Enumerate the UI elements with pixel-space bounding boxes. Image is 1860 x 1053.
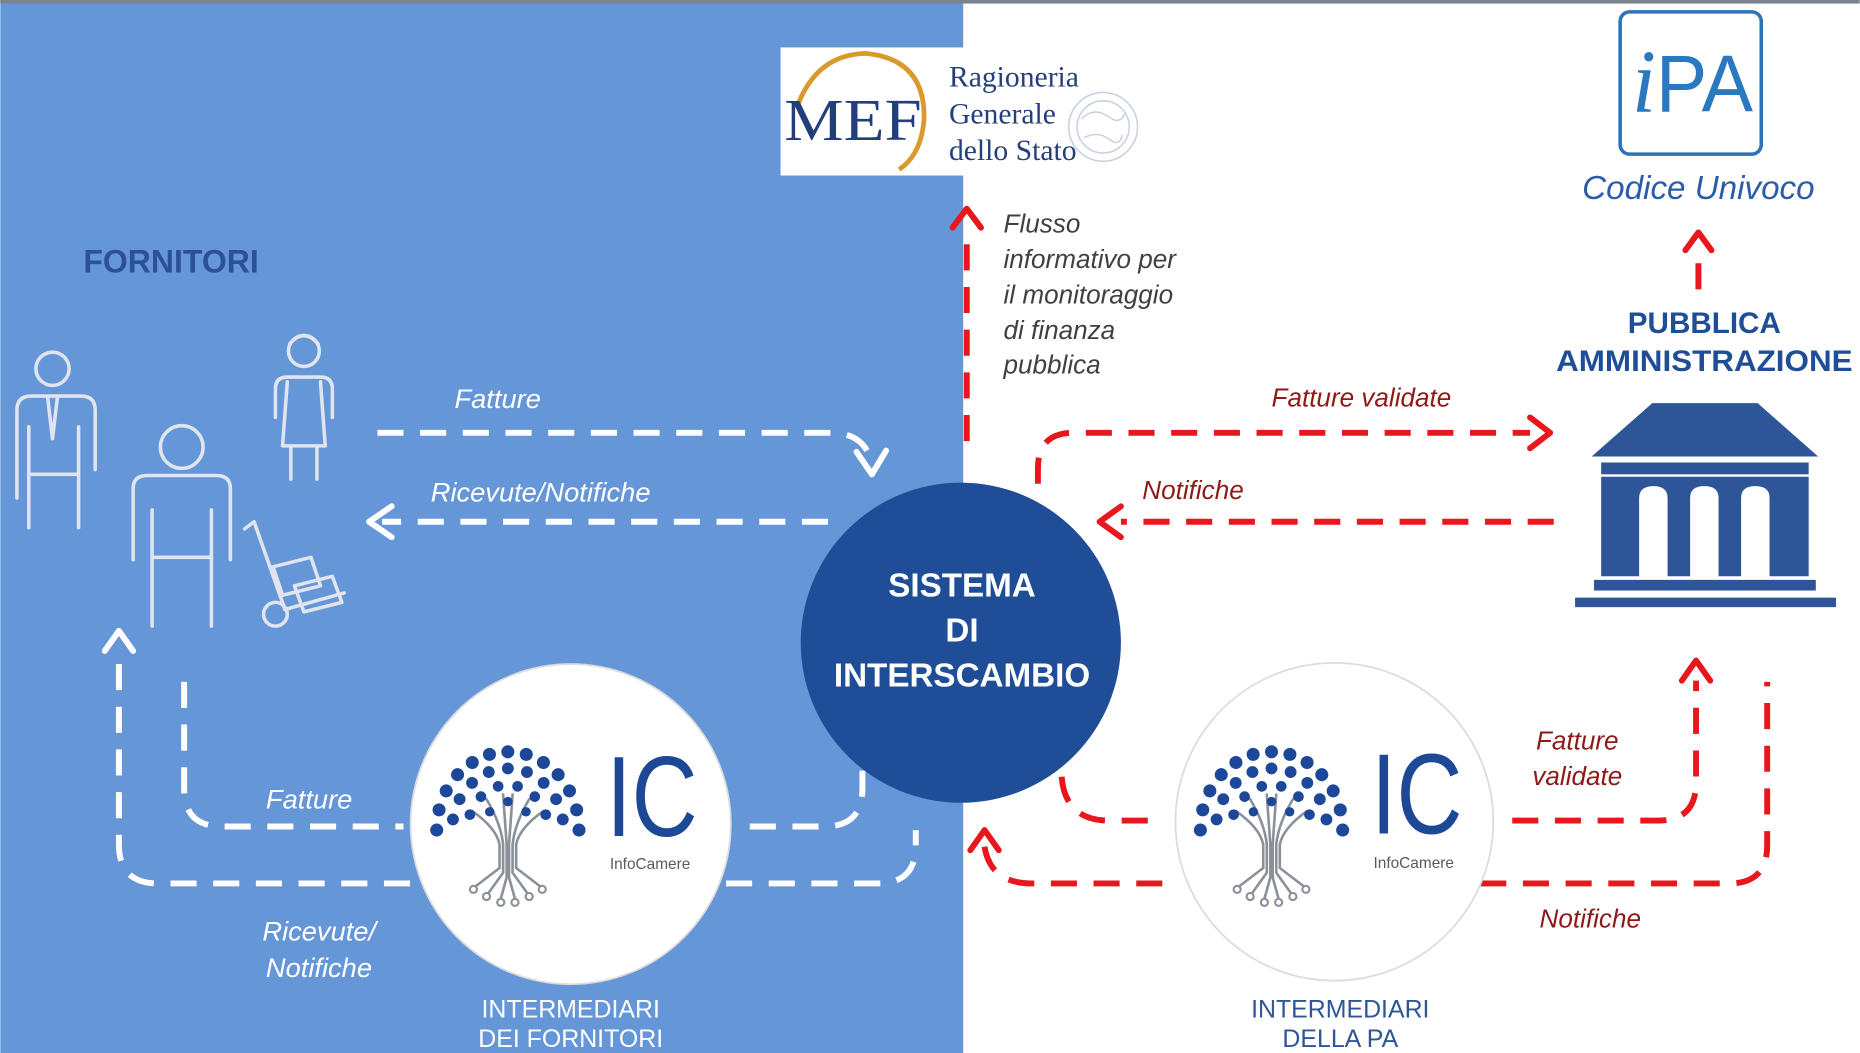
pa-intermediary-logo: IC InfoCamere [1174,661,1495,982]
government-building-icon [1575,403,1836,608]
validated-invoices-flow [1034,414,1554,484]
validated-invoices-label: Fatture validate [1272,383,1452,413]
ipa-flow [1682,229,1715,295]
hand-truck-icon [242,519,346,628]
supplier-invoices-flow [377,429,890,478]
mef-line-3: dello Stato [949,135,1077,167]
ipa-logo-i: i [1632,32,1656,131]
hub-line-3: INTERSCAMBIO [834,658,1090,695]
ipa-logo: iPA [1618,10,1764,156]
pa-intermediary-notifications-flow [967,681,1771,887]
mef-logo: MEF Ragioneria Generale dello Stato [780,47,1146,176]
monitoring-note-line1: Flusso [1004,208,1081,238]
infocamere-name: InfoCamere [1373,855,1453,872]
exchange-system-hub: SISTEMA DI INTERSCAMBIO [800,482,1121,803]
suppliers-heading: FORNITORI [83,244,258,280]
infocamere-mark: IC [1371,732,1462,859]
pa-intermediary-invoices-label-line2: validate [1532,761,1622,791]
ipa-logo-box [1618,10,1764,156]
supplier-woman-icon [273,333,335,481]
hub-line-1: SISTEMA [888,567,1036,604]
supplier-intermediaries-caption-line2: DEI FORNITORI [478,1025,663,1053]
supplier-intermediary-logo: IC InfoCamere [409,663,732,986]
hub-line-2: DI [945,613,978,650]
monitoring-flow [949,205,984,442]
top-border [0,0,1860,4]
supplier-man-icon [131,423,233,628]
intermediary-receipts-flow [101,627,919,887]
supplier-intermediaries-caption-line1: INTERMEDIARI [481,995,659,1023]
monitoring-note-line3: il monitoraggio [1004,280,1174,310]
supplier-man-icon [15,350,97,530]
pa-intermediary-notifications-label: Notifiche [1540,903,1641,933]
intermediary-invoices-label: Fatture [266,784,352,815]
unique-code-caption: Codice Univoco [1582,170,1814,207]
logo-badge [1174,661,1495,982]
infocamere-mark: IC [606,734,697,861]
pa-title-line2: AMMINISTRAZIONE [1556,345,1852,378]
pa-title-line1: PUBBLICA [1628,307,1781,340]
infocamere-name: InfoCamere [610,856,691,873]
pa-intermediaries-caption-line1: INTERMEDIARI [1251,995,1429,1023]
supplier-receipts-flow [366,503,829,541]
monitoring-note-line5: pubblica [1003,350,1101,380]
hub-circle [800,482,1121,803]
pa-notifications-flow [1096,503,1554,541]
intermediary-receipts-label-line1: Ricevute/ [262,915,378,946]
pa-intermediary-invoices-flow [1058,657,1714,824]
pa-intermediaries-caption-line2: DELLA PA [1282,1025,1398,1053]
ipa-logo-text: iPA [1632,32,1753,131]
supplier-invoices-label: Fatture [454,383,540,414]
supplier-receipts-label: Ricevute/Notifiche [431,477,651,508]
mef-line-2: Generale [949,98,1056,130]
intermediary-receipts-label-line2: Notifiche [266,952,372,983]
ipa-logo-pa: PA [1656,39,1753,129]
mef-mark: MEF [784,87,922,153]
pa-notifications-label: Notifiche [1142,475,1243,505]
logo-badge [409,663,732,986]
mef-arc [794,50,927,172]
mef-line-1: Ragioneria [949,62,1079,94]
pa-intermediary-invoices-label-line1: Fatture [1536,725,1619,755]
monitoring-note-line4: di finanza [1004,315,1116,345]
mef-logo-box [780,47,1146,176]
intermediary-invoices-flow [181,681,866,830]
monitoring-note-line2: informativo per [1004,244,1178,274]
mef-seal-icon [1067,91,1139,163]
